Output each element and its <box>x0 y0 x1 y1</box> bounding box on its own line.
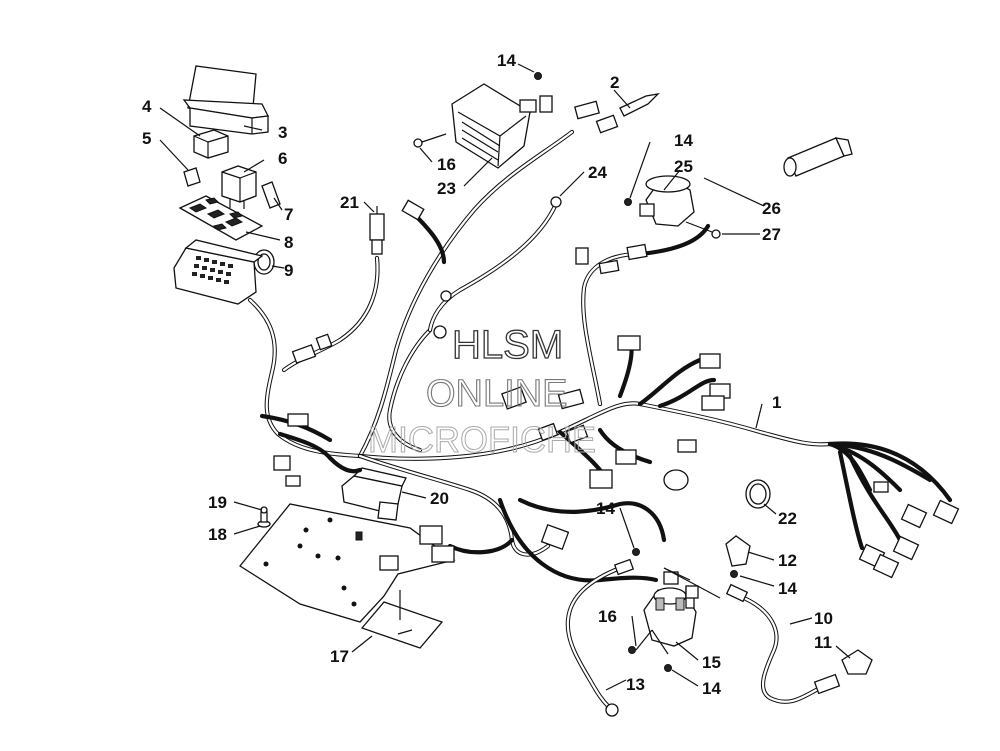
callout-15: 15 <box>702 653 721 672</box>
ignition-switch-part <box>624 175 695 227</box>
callout-5: 5 <box>142 129 151 148</box>
harness-connectors <box>273 199 960 599</box>
watermark-line1: HLSM <box>452 323 563 367</box>
callout-14-top: 14 <box>497 51 516 70</box>
grommet-ring-part <box>253 249 275 275</box>
watermark-line2: ONLINE <box>426 373 567 415</box>
callout-4: 4 <box>142 97 152 116</box>
blade-fuse-part <box>261 181 281 209</box>
terminal-boot-part <box>725 535 751 578</box>
callout-14-right: 14 <box>778 579 797 598</box>
voltage-regulator-part <box>451 83 553 169</box>
watermark-line3: MICROFICHE <box>368 419 596 460</box>
plug-connector-part <box>574 93 660 134</box>
callout-3: 3 <box>278 123 287 142</box>
callout-14-mid: 14 <box>596 499 615 518</box>
terminal-nut-part <box>632 548 640 556</box>
callout-27: 27 <box>762 225 781 244</box>
callout-14-switch: 14 <box>674 131 693 150</box>
throttle-screw-part <box>685 221 721 239</box>
callout-21: 21 <box>340 193 359 212</box>
warning-label-part <box>360 601 444 649</box>
watermark: HLSM ONLINE MICROFICHE <box>368 322 597 460</box>
fuse-block-part <box>173 239 264 305</box>
callout-26: 26 <box>762 199 781 218</box>
ground-cable-part <box>433 196 562 339</box>
callout-23: 23 <box>437 179 456 198</box>
starter-relay-part <box>341 467 407 521</box>
screw-part <box>413 133 447 148</box>
solenoid-nut-part <box>664 664 672 672</box>
callout-16-lower: 16 <box>598 607 617 626</box>
callout-8: 8 <box>284 233 293 252</box>
nut-part <box>534 72 542 80</box>
battery-boot-part <box>841 649 873 675</box>
callout-16: 16 <box>437 155 456 174</box>
screw-washer-part <box>257 506 271 528</box>
callout-10: 10 <box>814 609 833 628</box>
fuse-part <box>183 167 201 187</box>
battery-cable-positive <box>725 583 841 704</box>
callout-19: 19 <box>208 493 227 512</box>
callout-11: 11 <box>814 633 832 652</box>
callout-24: 24 <box>588 163 607 182</box>
callout-22: 22 <box>778 509 797 528</box>
callout-20: 20 <box>430 489 449 508</box>
callout-14-bottom: 14 <box>702 679 721 698</box>
callout-13: 13 <box>626 675 645 694</box>
callout-25: 25 <box>674 157 693 176</box>
temperature-sensor-part <box>369 206 385 255</box>
callout-9: 9 <box>284 261 293 280</box>
callout-18: 18 <box>208 525 227 544</box>
battery-cable-negative <box>565 558 635 717</box>
callout-1: 1 <box>772 393 781 412</box>
callout-labels: 14 2 3 4 5 6 7 8 9 16 23 21 24 14 25 26 … <box>142 51 833 698</box>
fuse-box-cover-part <box>182 65 269 135</box>
callout-17: 17 <box>330 647 349 666</box>
callout-7: 7 <box>284 205 293 224</box>
mounting-plate-part <box>239 503 456 623</box>
callout-6: 6 <box>278 149 287 168</box>
relay-small-part <box>193 129 229 159</box>
relay-part <box>221 165 257 209</box>
grommet-ring-right-part <box>745 479 771 509</box>
handlebar-grip-part <box>783 137 853 177</box>
callout-12: 12 <box>778 551 797 570</box>
fuse-board-part <box>178 195 264 241</box>
callout-2: 2 <box>610 73 619 92</box>
leader-lines <box>159 63 851 691</box>
